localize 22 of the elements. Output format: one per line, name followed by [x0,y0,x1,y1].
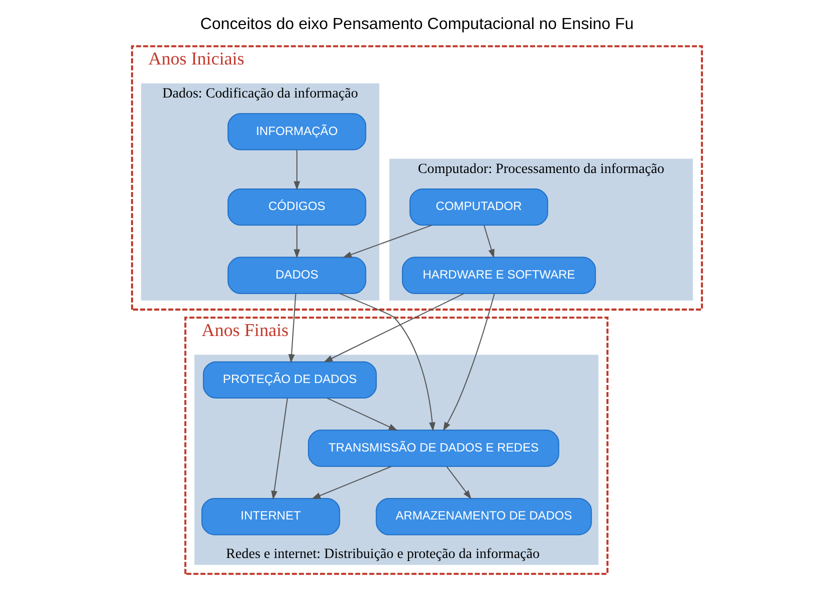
arrow [324,293,464,362]
arrow [446,466,472,500]
arrow [327,398,398,431]
arrow [342,224,432,258]
node-box: DADOS [228,256,366,294]
arrow [271,398,288,500]
node-box: INFORMAÇÃO [228,113,366,150]
arrow [340,293,436,432]
node-box: INTERNET [201,498,340,536]
node-box: PROTEÇÃO DE DADOS [202,361,377,399]
node-box: ARMAZENAMENTO DE DADOS [376,498,592,536]
node-box: HARDWARE E SOFTWARE [402,256,596,294]
arrow [443,294,495,432]
diagram-title: Conceitos do eixo Pensamento Computacional no Ensino Fu [200,14,634,33]
arrow [312,466,392,499]
arrow [484,225,494,258]
arrow [294,150,300,190]
node-box: TRANSMISSÃO DE DADOS E REDES [308,430,560,467]
arrow [294,225,300,258]
arrow [288,294,296,364]
node-box: COMPUTADOR [409,188,548,226]
node-box: CÓDIGOS [228,188,366,226]
